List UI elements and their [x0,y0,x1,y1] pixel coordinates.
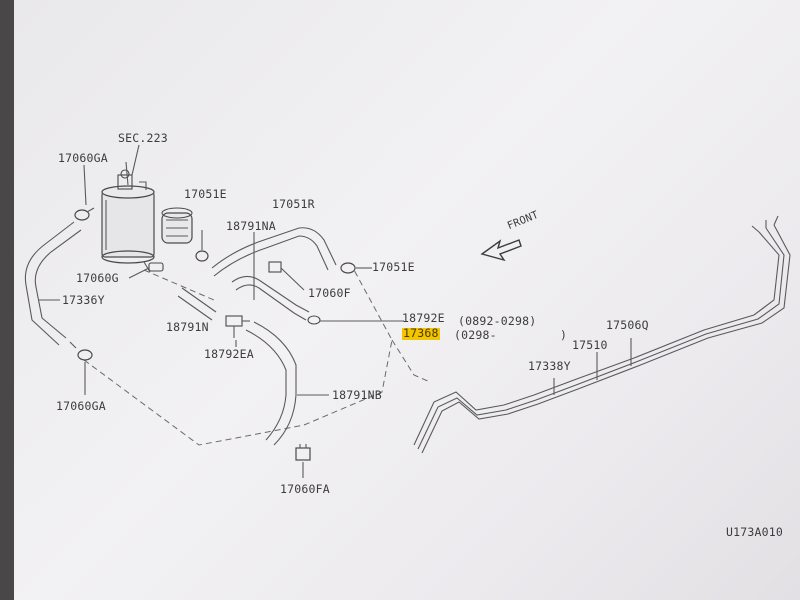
label-17510: 17510 [572,338,608,352]
hose-18791nb [245,321,297,446]
label-sec-223: SEC.223 [118,131,168,145]
label-17051e-mid: 17051E [372,260,415,274]
hose-clamp-icon [268,261,305,291]
dashed-leader-left [83,359,305,446]
label-17336y: 17336Y [62,293,105,307]
label-18792e-range: (0892-0298) [458,314,537,328]
label-18792ea: 18792EA [204,347,254,361]
connector-18792ea [225,315,250,338]
label-paren-close: ) [560,328,568,342]
fuel-tubes [413,215,791,454]
label-17338y: 17338Y [528,359,571,373]
dashed-leader-tube [391,339,431,383]
label-17060ga-bottom: 17060GA [56,399,106,413]
hose-clamp-icon [148,262,164,272]
label-18791na: 18791NA [226,219,276,233]
diagram-sheet: SEC.223 17060GA 17051E 17051R 18791NA 17… [14,0,800,600]
parts-diagram-drawing [24,144,791,478]
label-17060fa: 17060FA [280,482,330,496]
hose-18791n [177,287,217,321]
label-17060g: 17060G [76,271,119,285]
evap-canister-icon [101,161,155,273]
label-18791nb: 18791NB [332,388,382,402]
label-17051r: 17051R [272,197,315,211]
hose-clamp-icon [69,341,93,361]
dashed-leader-right [303,269,393,426]
label-diagram-id: U173A010 [726,525,783,539]
leader-17060g [128,267,150,279]
hose-clamp-icon [340,262,356,274]
hose-clamp-icon [307,315,404,325]
label-17051e-top: 17051E [184,187,227,201]
hose-clamp-icon [195,230,209,262]
hose-17051r [211,227,337,277]
hose-clamp-icon [295,444,311,461]
front-arrow-icon [480,239,522,262]
hose-17336y [24,221,82,346]
label-17506q: 17506Q [606,318,649,332]
label-17060ga-top: 17060GA [58,151,108,165]
label-18792e: 18792E [402,311,445,325]
leader-17060ga-top [83,164,87,206]
dashed-leader-canister [143,269,215,301]
label-17368-range: (0298- [454,328,497,342]
leader-sec223 [131,144,140,176]
label-18791n: 18791N [166,320,209,334]
fuel-filter-icon [161,207,193,244]
label-17368-highlighted: 17368 [402,326,440,340]
hose-18791na [231,232,310,321]
label-17060f: 17060F [308,286,351,300]
hose-clamp-icon [74,207,95,221]
